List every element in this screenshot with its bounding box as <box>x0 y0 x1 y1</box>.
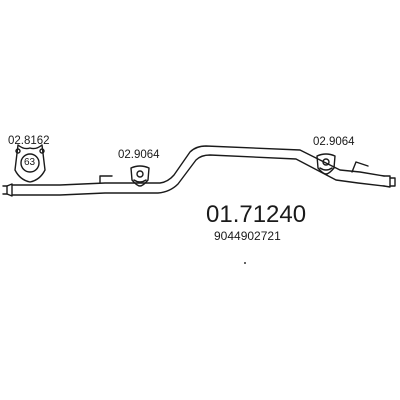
stray-dot <box>244 262 246 264</box>
flange-gasket-icon <box>14 144 46 183</box>
rubber-hanger-icon <box>316 153 336 175</box>
rubber-hanger-icon <box>130 165 150 187</box>
part-number: 01.71240 <box>206 201 307 228</box>
hanger-ref-label: 02.9064 <box>313 136 355 148</box>
gasket-ref-label: 02.8162 <box>8 135 50 147</box>
hanger-ref-label: 02.9064 <box>118 149 160 161</box>
oem-number: 9044902721 <box>214 229 281 243</box>
gasket-size-badge: 63 <box>24 157 36 168</box>
exhaust-pipe-icon <box>2 145 396 197</box>
